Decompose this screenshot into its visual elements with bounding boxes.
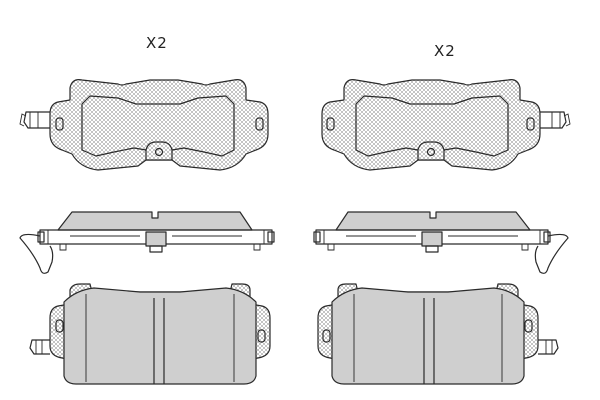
right-shim-top-view [321,79,571,171]
left-pad-friction-face [29,283,271,385]
quantity-label-left: X2 [146,34,168,52]
left-pad-side-profile [19,211,275,274]
right-pad-friction-face [317,283,559,385]
left-shim-top-view [19,79,269,171]
right-pad-side-profile [313,211,569,274]
quantity-label-right: X2 [434,42,456,60]
